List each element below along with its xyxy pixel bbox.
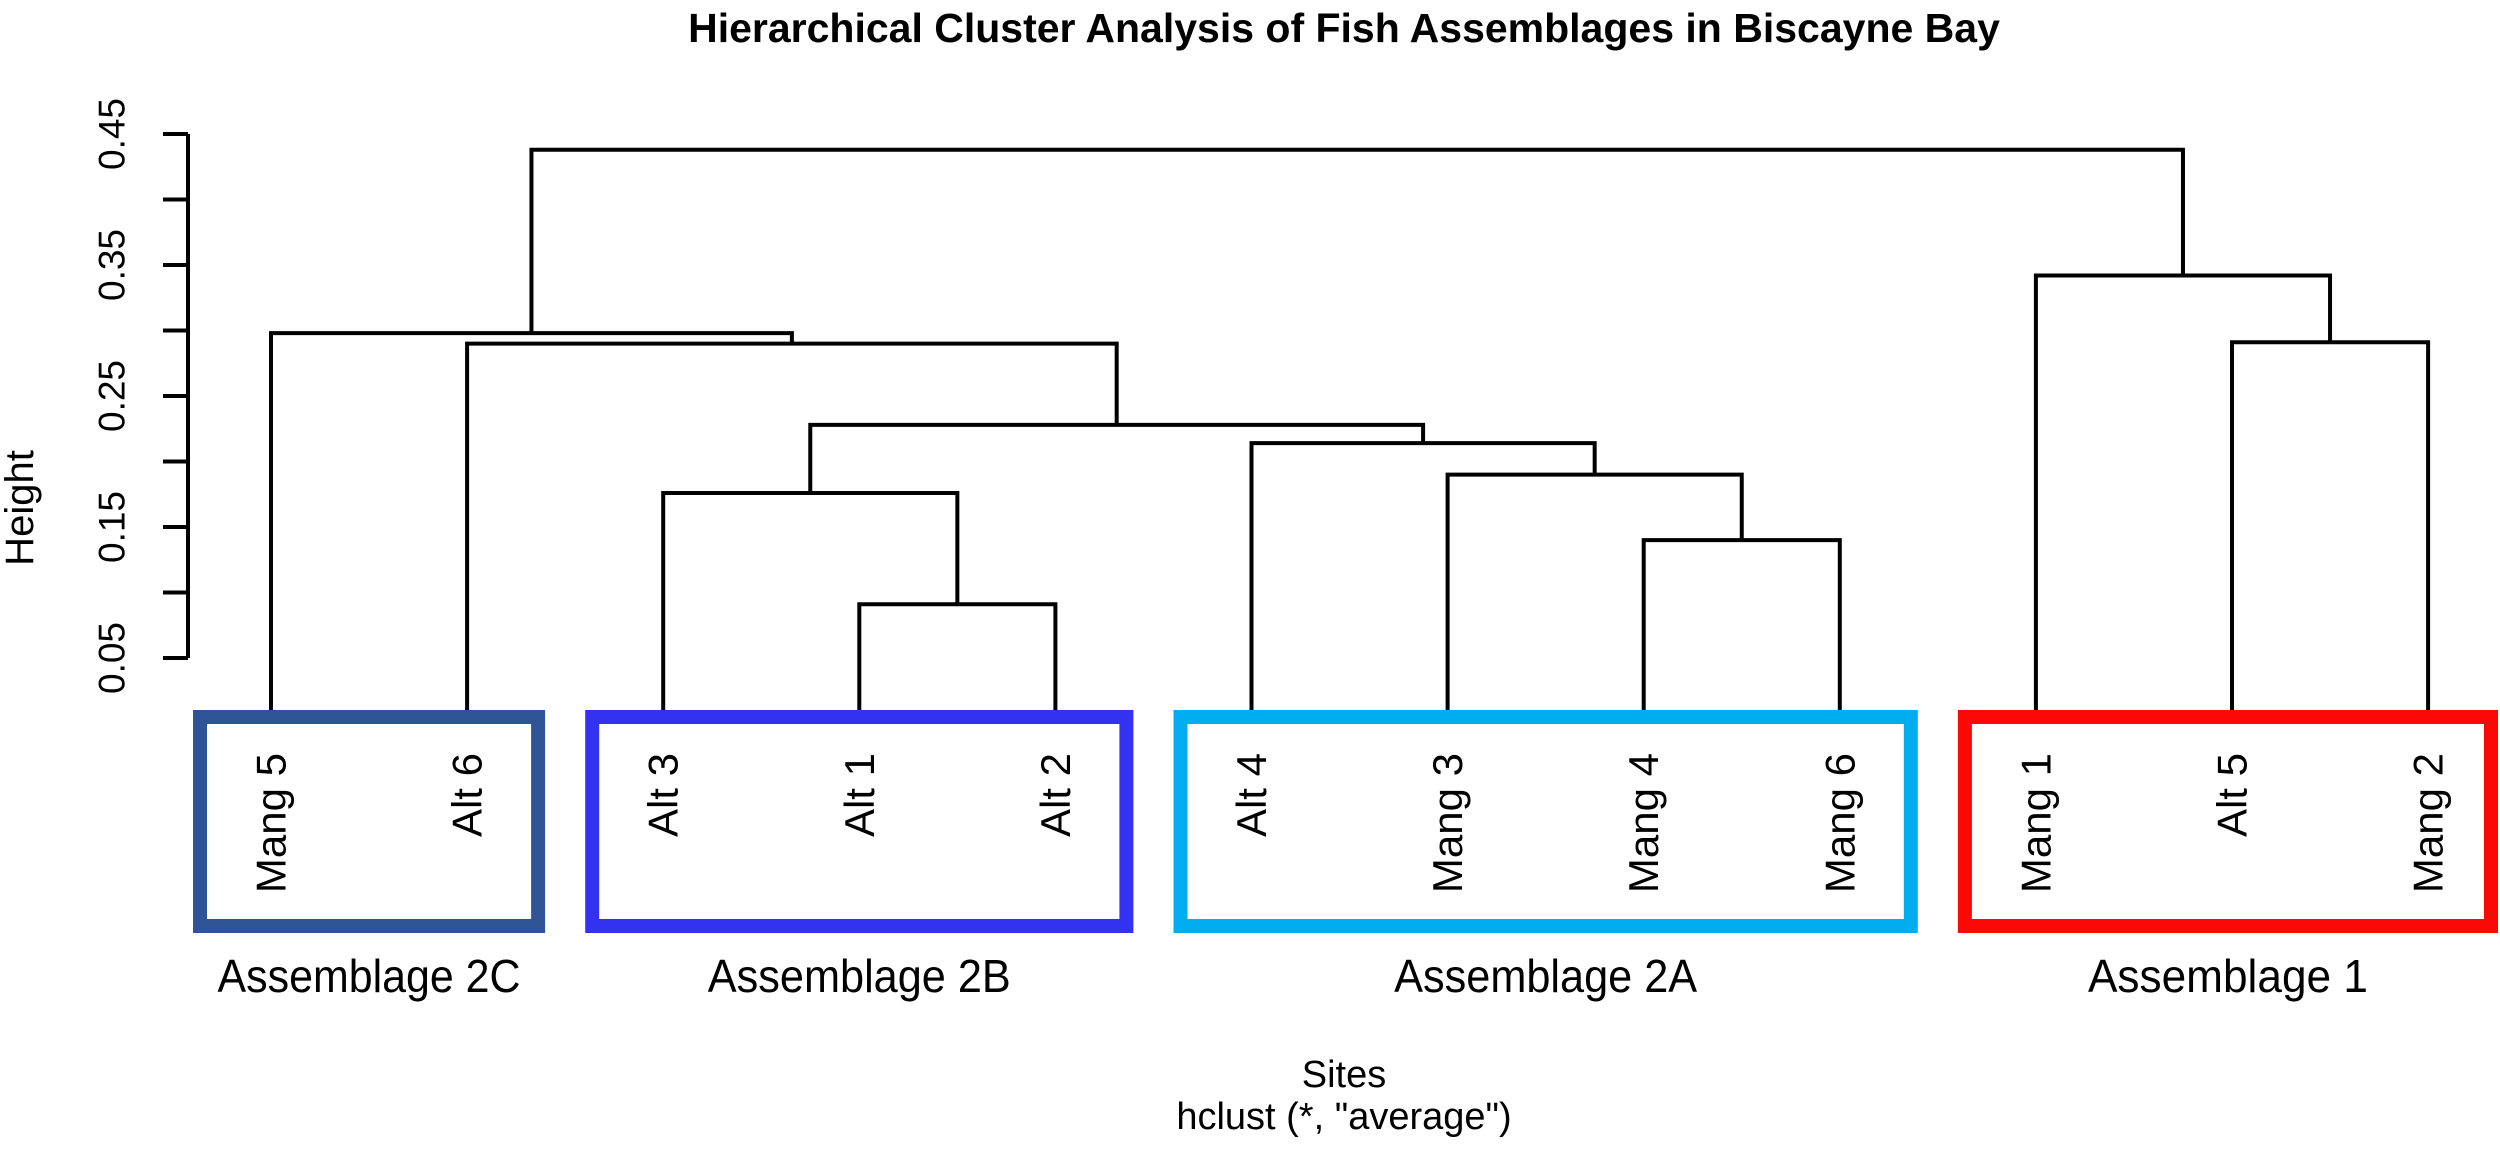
dendrogram-branch xyxy=(269,331,794,710)
leaf-label: Alt 3 xyxy=(640,753,687,837)
dendrogram-branch xyxy=(1445,472,1744,710)
leaf-label: Mang 1 xyxy=(2012,753,2059,893)
cluster-label: Assemblage 1 xyxy=(2088,950,2368,1002)
leaf-label: Mang 6 xyxy=(1816,753,1863,893)
y-tick-label: 0.15 xyxy=(92,491,133,563)
x-axis-label: Sites xyxy=(1301,1054,1387,1096)
cluster-label: Assemblage 2A xyxy=(1394,950,1697,1002)
cluster-label: Assemblage 2C xyxy=(218,950,521,1002)
leaf-label: Alt 6 xyxy=(444,753,491,837)
leaf-label: Mang 4 xyxy=(1620,753,1667,893)
leaf-label: Alt 1 xyxy=(836,753,883,837)
dendrogram-branch xyxy=(661,490,960,710)
dendrogram-branch xyxy=(1641,538,1842,710)
y-tick-label: 0.05 xyxy=(92,622,133,694)
cluster-box xyxy=(1957,710,2498,933)
cluster-label: Assemblage 2B xyxy=(708,950,1011,1002)
y-tick-label: 0.45 xyxy=(92,98,133,170)
y-tick-label: 0.25 xyxy=(92,360,133,432)
dendrogram-branch xyxy=(2230,340,2431,710)
dendrogram-branch xyxy=(1249,441,1597,710)
cluster-box xyxy=(1173,710,1918,933)
y-axis-label: Height xyxy=(0,450,42,566)
dendrogram-branch xyxy=(465,341,1119,710)
y-tick-label: 0.35 xyxy=(92,229,133,301)
leaf-label: Alt 2 xyxy=(1032,753,1079,837)
leaf-label: Alt 5 xyxy=(2209,753,2256,837)
leaf-label: Mang 3 xyxy=(1424,753,1471,893)
leaf-label: Mang 5 xyxy=(248,753,295,893)
dendrogram-branch xyxy=(808,422,1426,493)
chart-title: Hierarchical Cluster Analysis of Fish As… xyxy=(688,5,2000,51)
cluster-box xyxy=(585,710,1134,933)
hclust-subtitle: hclust (*, "average") xyxy=(1176,1096,1512,1138)
dendrogram-branch xyxy=(529,147,2185,334)
dendrogram-branch xyxy=(857,602,1058,710)
leaf-label: Mang 2 xyxy=(2405,753,2452,893)
cluster-box xyxy=(193,710,546,933)
leaf-label: Alt 4 xyxy=(1228,753,1275,837)
